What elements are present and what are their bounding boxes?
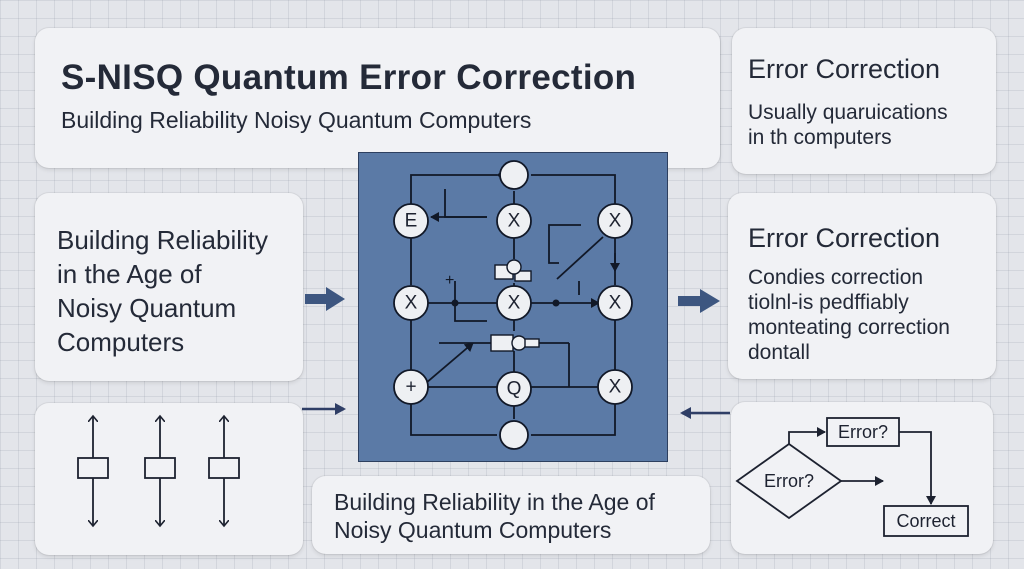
reliability-text-bottom-1: Building Reliability in the Age of xyxy=(334,489,655,515)
svg-text:+: + xyxy=(405,377,416,398)
node-x-top-right: X xyxy=(597,203,633,239)
reliability-text-left-3: Noisy Quantum xyxy=(57,293,237,323)
title-card: S-NISQ Quantum Error Correction Building… xyxy=(35,28,720,168)
qubit-register-2 xyxy=(144,457,176,479)
wire-top-right xyxy=(531,174,616,207)
node-top xyxy=(499,160,529,190)
error-check-label: Error? xyxy=(838,422,888,442)
qubit-lines-card xyxy=(35,403,303,555)
node-plus-bottom-left: + xyxy=(393,369,429,405)
qubit-lines-diagram xyxy=(77,403,240,555)
arrow-left-to-circuit xyxy=(305,287,345,311)
node-x-mid-right: X xyxy=(597,285,633,321)
svg-text:X: X xyxy=(609,293,622,314)
svg-text:X: X xyxy=(508,293,521,314)
wire-e-branch xyxy=(444,189,487,218)
error-correction-text-mid-2: tiolnl-is pedffiably xyxy=(748,291,909,314)
gate-glyph-2 xyxy=(490,334,540,352)
wire-left-diag xyxy=(418,342,474,390)
reliability-card-left: Building Reliability in the Age of Noisy… xyxy=(35,193,303,381)
control-dot-2 xyxy=(552,299,560,307)
wire-top-left xyxy=(410,170,505,207)
quantum-circuit: + E X X X xyxy=(393,160,633,450)
svg-text:Q: Q xyxy=(507,379,522,400)
qubit-line-2 xyxy=(144,417,176,525)
error-correction-text-top-1: Usually quaruications xyxy=(748,101,948,124)
svg-text:X: X xyxy=(405,293,418,314)
decision-diamond xyxy=(735,442,843,520)
reliability-text-left-2: in the Age of xyxy=(57,259,202,289)
wire-right-branch xyxy=(548,224,581,264)
error-correction-heading-mid: Error Correction xyxy=(748,223,941,253)
error-correction-text-mid-1: Condies correction xyxy=(748,266,924,289)
node-bottom xyxy=(499,420,529,450)
svg-text:X: X xyxy=(508,211,521,232)
page-title: S-NISQ Quantum Error Correction xyxy=(61,58,637,97)
node-e: E xyxy=(393,203,429,239)
error-correction-heading-top: Error Correction xyxy=(748,54,941,84)
reliability-text-left-4: Computers xyxy=(57,327,185,357)
svg-text:X: X xyxy=(609,377,622,398)
error-check-box xyxy=(826,417,900,447)
qubit-register-1 xyxy=(77,457,109,479)
error-correction-text-mid-3: monteating correction xyxy=(748,316,950,339)
wire-left-ctrl xyxy=(454,281,487,322)
reliability-card-bottom: Building Reliability in the Age of Noisy… xyxy=(312,476,710,554)
flow-arrow-down xyxy=(899,431,936,505)
flow-arrow-up xyxy=(788,427,826,444)
control-dot-1 xyxy=(451,299,459,307)
error-correction-card-mid: Error Correction Condies correction tiol… xyxy=(728,193,996,379)
wire-bottom-left xyxy=(410,403,497,436)
wire-right-diag xyxy=(556,236,604,280)
svg-text:E: E xyxy=(405,211,418,232)
node-x-top-center: X xyxy=(496,203,532,239)
node-x-mid-center: X xyxy=(496,285,532,321)
flowchart-card: Error? Error? Correct xyxy=(731,402,993,554)
error-correction-text-mid-4: dontall xyxy=(748,341,810,364)
node-x-bottom-right: X xyxy=(597,369,633,405)
svg-text:X: X xyxy=(609,211,622,232)
gate-glyph-1 xyxy=(494,259,532,282)
circuit-panel: + E X X X xyxy=(358,152,668,462)
arrow-circuit-to-right xyxy=(678,289,720,313)
error-flowchart: Error? Error? Correct xyxy=(735,417,969,537)
correct-label: Correct xyxy=(896,511,955,531)
node-x-mid-left: X xyxy=(393,285,429,321)
node-q: Q xyxy=(496,371,532,407)
decision-label: Error? xyxy=(764,471,814,491)
correct-box xyxy=(883,505,969,537)
reliability-text-left-1: Building Reliability xyxy=(57,225,268,255)
qubit-line-1 xyxy=(77,417,109,525)
page-subtitle: Building Reliability Noisy Quantum Compu… xyxy=(61,107,532,133)
plus-mark: + xyxy=(445,272,454,289)
wire-bottom-right xyxy=(531,403,616,436)
qubit-register-3 xyxy=(208,457,240,479)
qubit-line-3 xyxy=(208,417,240,525)
error-correction-card-top: Error Correction Usually quaruications i… xyxy=(732,28,996,174)
reliability-text-bottom-2: Noisy Quantum Computers xyxy=(334,517,612,543)
error-correction-text-top-2: in th computers xyxy=(748,126,892,149)
